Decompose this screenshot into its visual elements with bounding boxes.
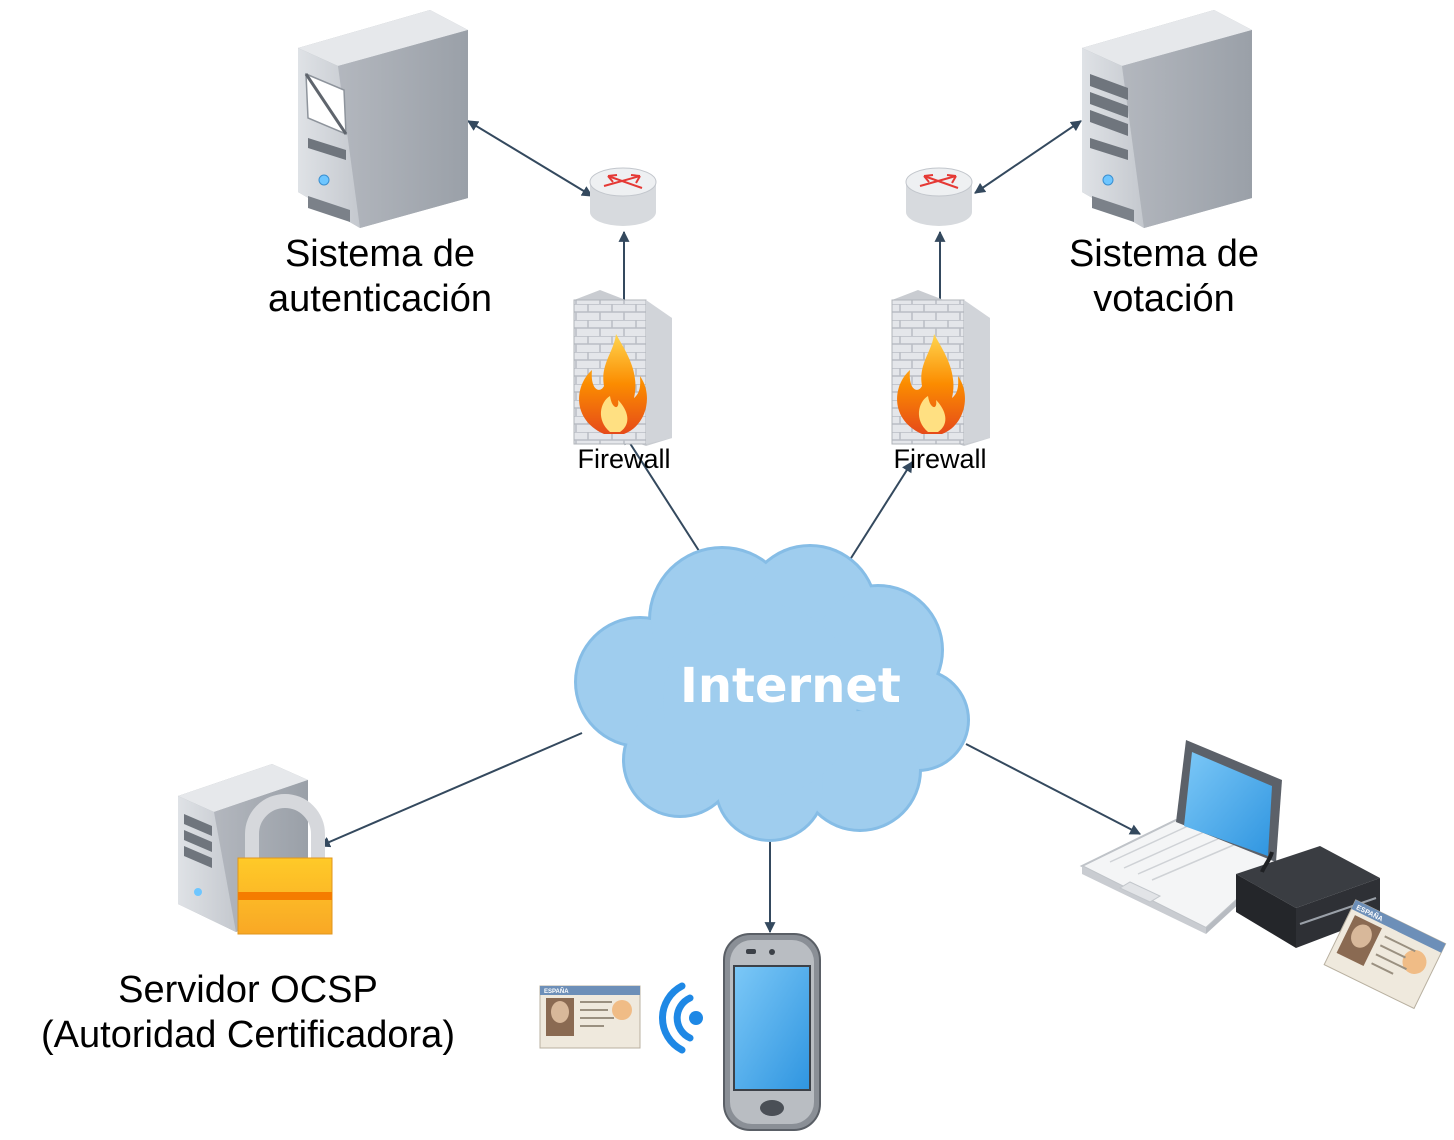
id-card-small-icon: ESPAÑA: [539, 985, 641, 1049]
voting-system-label: Sistema de votación: [1014, 232, 1314, 322]
edge-internet-firewall-left: [623, 433, 711, 569]
edge-internet-ocsp: [318, 732, 583, 848]
auth-system-label-line2: autenticación: [268, 277, 492, 320]
edge-internet-firewall-right: [845, 461, 913, 567]
auth-system-label: Sistema de autenticación: [230, 232, 530, 322]
ocsp-server-icon: [178, 764, 308, 932]
ocsp-server-label-line1: Servidor OCSP: [118, 969, 378, 1011]
smartphone-icon: [723, 933, 821, 1131]
edges: [318, 120, 1141, 934]
voting-system-label-line2: votación: [1093, 277, 1235, 320]
firewall-left-label: Firewall: [577, 444, 671, 474]
edge-voting-router: [974, 120, 1082, 194]
router-right-icon: [905, 167, 973, 226]
firewall-right-label: Firewall: [893, 444, 987, 474]
id-card-small-header: ESPAÑA: [544, 988, 569, 995]
auth-server-icon: [298, 10, 468, 228]
card-reader-icon: [1236, 846, 1380, 948]
internet-cloud-icon: [574, 544, 970, 842]
laptop-icon: [1079, 740, 1282, 934]
ocsp-server-label-line2: (Autoridad Certificadora): [41, 1013, 455, 1056]
ocsp-server-label: Servidor OCSP (Autoridad Certificadora): [8, 968, 488, 1058]
edge-auth-router: [467, 120, 593, 197]
firewall-right-icon: [891, 290, 990, 446]
router-left-icon: [589, 167, 657, 226]
edge-internet-laptop: [965, 743, 1141, 835]
voting-server-icon: [1082, 10, 1252, 228]
id-card-large-icon: ESPAÑA: [1323, 899, 1447, 1010]
voting-system-label-line1: Sistema de: [1068, 233, 1260, 275]
lock-icon: [237, 794, 333, 935]
firewall-left-icon: [573, 290, 672, 446]
nfc-wireless-icon: [659, 982, 703, 1054]
auth-system-label-line1: Sistema de: [284, 233, 476, 275]
internet-label: Internet: [680, 658, 901, 714]
